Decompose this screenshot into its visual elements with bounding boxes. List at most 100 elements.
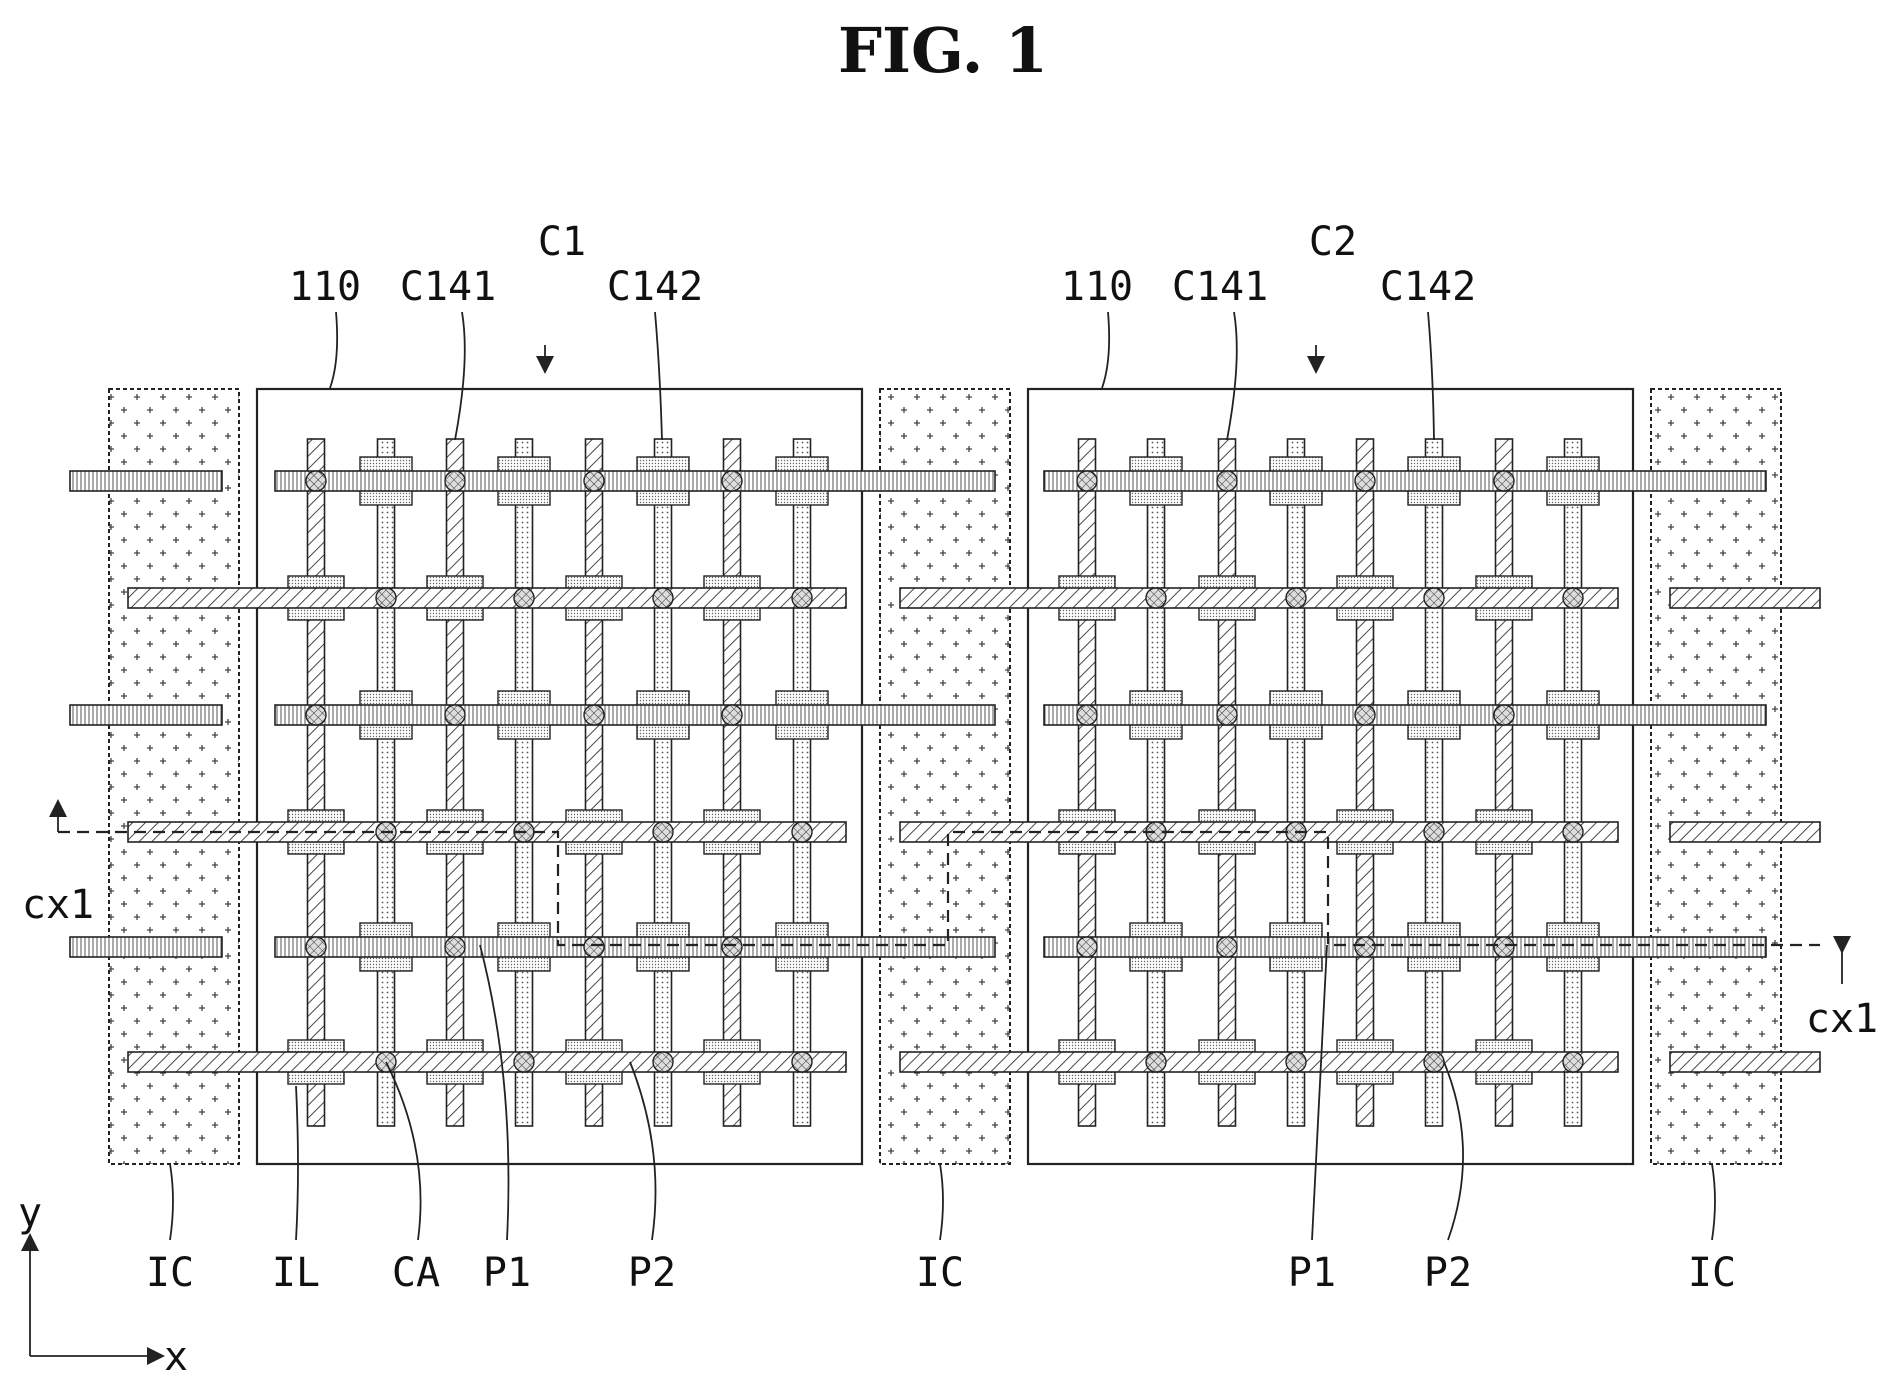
label-il: IL [272, 1250, 320, 1296]
label-p1-left: P1 [483, 1250, 531, 1296]
interconnect-line [900, 1052, 1618, 1072]
label-c2: C2 [1309, 219, 1357, 265]
contact-via [1146, 588, 1166, 608]
contact-via [1077, 471, 1097, 491]
contact-via [1077, 705, 1097, 725]
interconnect-line [1044, 471, 1766, 491]
gate-line-p2 [794, 439, 811, 1126]
contact-via [1494, 937, 1514, 957]
interconnect-line [70, 471, 222, 491]
gate-line-p1 [1079, 439, 1096, 1126]
isolation-region-right [1651, 389, 1781, 1164]
gate-line-p1 [724, 439, 741, 1126]
contact-via [306, 937, 326, 957]
leader-c142-c2 [1428, 312, 1434, 440]
isolation-region-left [109, 389, 239, 1164]
contact-via [1217, 937, 1237, 957]
leader-c141-c2 [1227, 312, 1237, 440]
leader-c141-c1 [455, 312, 465, 440]
interconnect-line [275, 937, 995, 957]
gate-line-p1 [447, 439, 464, 1126]
leader-110-c1 [330, 312, 337, 388]
interconnect-line [70, 705, 222, 725]
contact-via [514, 588, 534, 608]
leader-ic-middle [940, 1164, 943, 1240]
label-ic-middle: IC [916, 1250, 964, 1296]
leader-ic-left [170, 1164, 173, 1240]
contact-via [1355, 705, 1375, 725]
gate-line-p2 [1148, 439, 1165, 1126]
contact-via [1563, 822, 1583, 842]
contact-via [445, 471, 465, 491]
contact-via [792, 588, 812, 608]
contact-via [653, 822, 673, 842]
contact-via [445, 937, 465, 957]
label-ic-left: IC [146, 1250, 194, 1296]
label-ic-right: IC [1688, 1250, 1736, 1296]
contact-via [1217, 471, 1237, 491]
contact-via [722, 471, 742, 491]
interconnect-line [1044, 937, 1766, 957]
contact-via [445, 705, 465, 725]
interconnect-line [70, 937, 222, 957]
contact-via [306, 471, 326, 491]
label-c1: C1 [538, 219, 586, 265]
interconnect-line [1670, 588, 1820, 608]
gate-line-p2 [378, 439, 395, 1126]
contact-via [1494, 705, 1514, 725]
contact-via [376, 588, 396, 608]
gate-line-p1 [1219, 439, 1236, 1126]
contact-via [584, 471, 604, 491]
gate-line-p2 [655, 439, 672, 1126]
interconnect-line [1670, 822, 1820, 842]
gate-line-p1 [586, 439, 603, 1126]
contact-via [1424, 822, 1444, 842]
contact-via [722, 937, 742, 957]
label-c141-c1: C141 [400, 264, 496, 310]
gate-line-p2 [1565, 439, 1582, 1126]
x-axis-label: x [164, 1334, 188, 1380]
contact-via [653, 588, 673, 608]
contact-via [1563, 588, 1583, 608]
contact-via [1217, 705, 1237, 725]
label-110-c2: 110 [1061, 264, 1133, 310]
contact-via [1077, 937, 1097, 957]
gate-line-p2 [516, 439, 533, 1126]
leader-c142-c1 [655, 312, 662, 440]
contact-via [1146, 1052, 1166, 1072]
interconnect-line [900, 588, 1618, 608]
contact-via [1286, 588, 1306, 608]
figure-title: FIG. 1 [838, 14, 1048, 87]
label-ca: CA [392, 1250, 440, 1296]
gate-line-p2 [1426, 439, 1443, 1126]
contact-via [1494, 471, 1514, 491]
isolation-region-middle [880, 389, 1010, 1164]
y-axis-label: y [18, 1190, 42, 1236]
gate-line-p1 [1357, 439, 1374, 1126]
interconnect-line [275, 705, 995, 725]
leader-ic-right [1712, 1164, 1715, 1240]
contact-via [584, 937, 604, 957]
contact-via [514, 1052, 534, 1072]
leader-p1-right [1312, 945, 1327, 1240]
label-c141-c2: C141 [1172, 264, 1268, 310]
label-cx1-left: cx1 [22, 882, 94, 928]
gate-line-p1 [308, 439, 325, 1126]
interconnect-line [128, 588, 846, 608]
label-p2-left: P2 [628, 1250, 676, 1296]
contact-via [792, 1052, 812, 1072]
label-110-c1: 110 [289, 264, 361, 310]
contact-via [1563, 1052, 1583, 1072]
contact-via [1355, 471, 1375, 491]
interconnect-line [275, 471, 995, 491]
interconnect-line [128, 1052, 846, 1072]
contact-via [1424, 588, 1444, 608]
contact-via [306, 705, 326, 725]
interconnect-line [1670, 1052, 1820, 1072]
contact-via [653, 1052, 673, 1072]
gate-line-p1 [1496, 439, 1513, 1126]
interconnect-line [1044, 705, 1766, 725]
contact-via [792, 822, 812, 842]
label-c142-c2: C142 [1380, 264, 1476, 310]
contact-via [1424, 1052, 1444, 1072]
